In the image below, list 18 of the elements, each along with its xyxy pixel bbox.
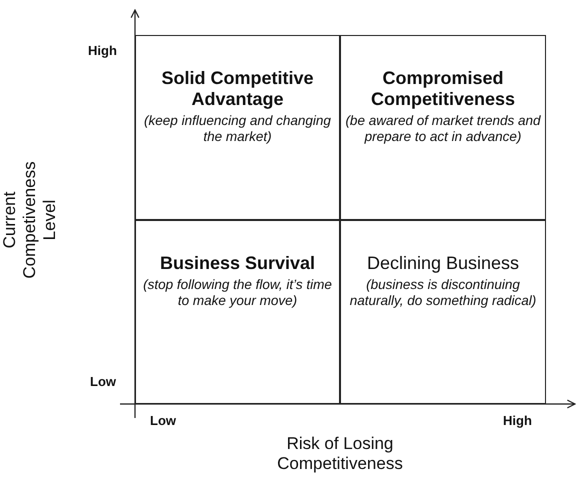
- quadrant-box: [340, 35, 546, 220]
- axis-title: Current Competiveness Level: [0, 160, 60, 281]
- axis-tick-label: High: [88, 43, 117, 58]
- quadrant-description: (stop following the flow, it’s time to make your move): [142, 277, 333, 309]
- quadrant-description: (be awared of market trends and prepare to act in advance): [344, 113, 542, 145]
- quadrant-box: [135, 35, 340, 220]
- quadrant-title: Declining Business: [366, 253, 520, 274]
- quadrant-description: (business is discontinuing naturally, do something radical): [348, 277, 538, 309]
- axis-title: Risk of Losing Competitiveness: [276, 434, 404, 474]
- quadrant-box: [340, 220, 546, 404]
- axis-tick-label: High: [503, 413, 532, 428]
- quadrant-title: Compromised Competitiveness: [370, 68, 516, 110]
- axis-tick-label: Low: [90, 374, 116, 389]
- quadrant-title: Business Survival: [160, 253, 316, 274]
- quadrant-title: Solid Competitive Advantage: [160, 68, 314, 110]
- quadrant-box: [135, 220, 340, 404]
- axis-tick-label: Low: [150, 413, 176, 428]
- quadrant-description: (keep influencing and changing the market): [143, 113, 332, 145]
